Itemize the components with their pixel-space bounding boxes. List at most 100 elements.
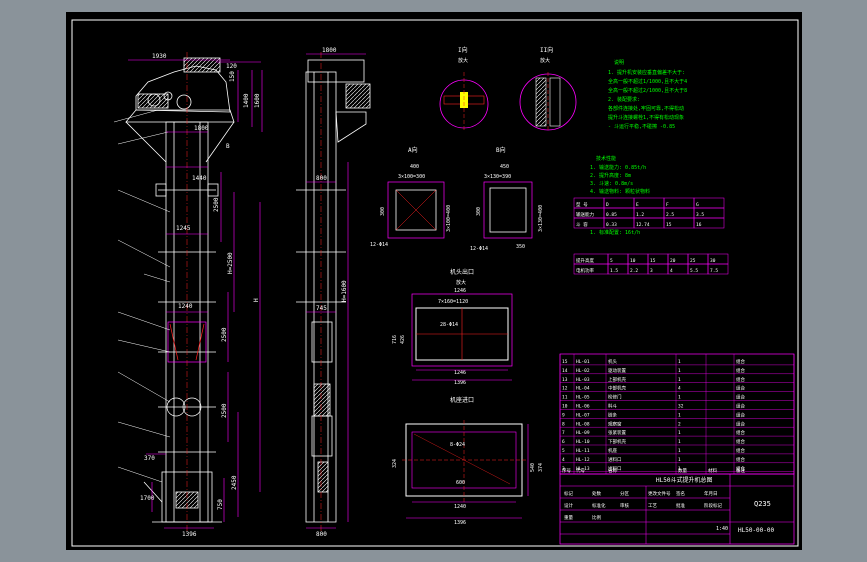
elevator-boot [143,471,222,523]
view-a-dim-left: 300 [380,207,386,216]
spec-table-2-text: 3 [650,268,653,274]
notes-line-7: - 斗运行平稳,不碰擦 -0.85 [608,123,675,130]
spec-table-1-text: 输送能力 [576,211,594,218]
drawing-name: HL50斗式提升机总图 [656,476,712,484]
title-block-label: 批准 [676,502,685,509]
bom-cell: 4 [562,457,565,463]
dim-mid-9: 2450 [231,475,238,490]
bom-header: 材料 [708,467,717,474]
drawing-number: HL50-00-00 [738,527,775,534]
dim-bottom-4: 1700 [140,495,155,502]
spec-table-1-cell [693,217,725,229]
dim-mid-4: 1245 [176,225,191,232]
dim-right-3: 1400 [243,93,250,108]
title-block-label: 比例 [592,514,601,521]
front-dim-text: 1930 120 150 1400 1600 1800 B 1440 2500 … [140,53,261,538]
title-block-label: 年月日 [704,490,718,497]
bom-cell: 13 [562,377,568,383]
bom-cell: 3 [562,466,565,472]
title-block-label: 阶段标记 [704,502,722,509]
title-block-label: 标准化 [592,502,606,509]
bom-header: 名称 [608,467,617,474]
bom-cell: HL-12 [576,457,590,463]
inlet-dim-left-2: 426 [400,335,406,344]
bom-header: 数量 [678,467,687,474]
notes-line-4: 2. 装配要求: [608,96,640,103]
view-a-title: A向 [408,146,418,154]
inlet-dim-bottom-1: 1246 [454,370,466,376]
front-dimensions [128,59,263,529]
bom-cell: 组合 [736,394,745,401]
bom-cell: 1 [678,368,681,374]
inlet-scale: 放大 [456,279,466,286]
spec-table-2-cell [707,263,729,275]
bom-cell: 2 [678,421,681,427]
bom-cell: 1 [678,448,681,454]
spec-table-1-text: 型 号 [576,201,588,208]
outlet-dim-right-1: 540 [530,463,536,472]
dim-mid-3: 2500 [213,197,220,212]
view-a-dim-top: 400 [410,164,419,170]
spec-table-2-text: 5 [610,258,613,264]
title-block-labels: 标记处数分区更改文件号签名年月日设计标准化审核工艺批准阶段标记重量比例 [564,490,722,521]
spec-table-2-text: 10 [630,258,636,264]
inlet-dim-left-1: 716 [392,335,398,344]
bom-cell: 1 [678,395,681,401]
spec-table-1-text: 3.5 [696,212,704,218]
spec-table-1-text: D [606,202,609,208]
dim-bottom-3: 750 [217,499,224,510]
bom-cell: 1 [678,466,681,472]
bom-cell: HL-07 [576,412,590,418]
bom-header: 代号 [576,467,585,474]
bom-cell: 9 [562,412,565,418]
spec-line-1: 1. 输送能力: 0.85t/h [590,164,646,171]
inlet-dim-holes: 28-Φ14 [440,322,458,328]
bom-cell: HL-13 [576,466,590,472]
outlet-dim-holes: 8-Φ24 [450,442,465,448]
bom-cell: 1 [678,359,681,365]
bom-cell: 张紧装置 [608,429,626,436]
dim-bottom-2: 1396 [182,531,197,538]
bom-cell: HL-02 [576,368,590,374]
view-b-title: B向 [496,146,506,154]
bom-cell: 组合 [736,403,745,410]
inlet-view: 机头出口 放大 1246 7×160=1120 28-Φ14 716 426 1… [392,268,513,386]
view-b-dim-pitch-side: 3×130=400 [538,205,544,232]
spec-table-1-text: G [696,202,699,208]
notes-line-3: 全高一般不超过2/1000,且不大于8 [608,87,687,94]
spec-table-1-text: 2.5 [666,212,674,218]
side-dim-top: 1800 [322,47,337,54]
spec-line-2: 2. 提升高度: 8m [590,172,631,179]
inlet-dim-bottom-2: 1396 [454,380,466,386]
view-b-dim-holes: 12-Φ14 [470,246,488,252]
spec-table-2-text: 5.5 [690,268,698,274]
bom-cell: 1 [678,439,681,445]
side-dim-mid: 800 [316,175,327,182]
bom-cell: 8 [562,421,565,427]
bom-cell: 组合 [736,447,745,454]
spec-table-1-text: 0.85 [606,212,617,218]
side-view: 1800 800 745 H=1600 800 [296,47,371,538]
spec-block: 技术性能 1. 输送能力: 0.85t/h 2. 提升高度: 8m 3. 斗速:… [573,155,729,275]
bom-cell: 12 [562,386,568,392]
spec-line-4: 4. 输送物料: 颗粒状物料 [590,188,650,195]
detail-ii-scale: 放大 [540,57,550,64]
bom-header: 备注 [736,467,745,474]
notes-line-1: 1. 提升机安装应垂直偏差不大于: [608,69,685,76]
bom-cell: 驱动装置 [608,367,626,374]
cad-viewport[interactable]: 1930 120 150 1400 1600 1800 B 1440 2500 … [66,12,802,550]
drawing-scale: 1:40 [716,526,728,532]
view-a-dim-pitch-side: 3×100=400 [446,205,452,232]
side-dim-bottom: 800 [316,531,327,538]
dim-total: H [253,298,260,302]
view-b: B向 450 3×130=390 300 3×130=400 12-Φ14 35… [470,146,544,252]
outlet-dim-bottom-1: 1240 [454,504,466,510]
bom-cell: HL-03 [576,377,590,383]
bom-cell: HL-04 [576,386,590,392]
bom-cell: 进料口 [608,456,622,463]
spec-table-1-text: 0.33 [606,222,617,228]
cad-drawing: 1930 120 150 1400 1600 1800 B 1440 2500 … [71,19,799,547]
drawing-frame [71,19,799,547]
